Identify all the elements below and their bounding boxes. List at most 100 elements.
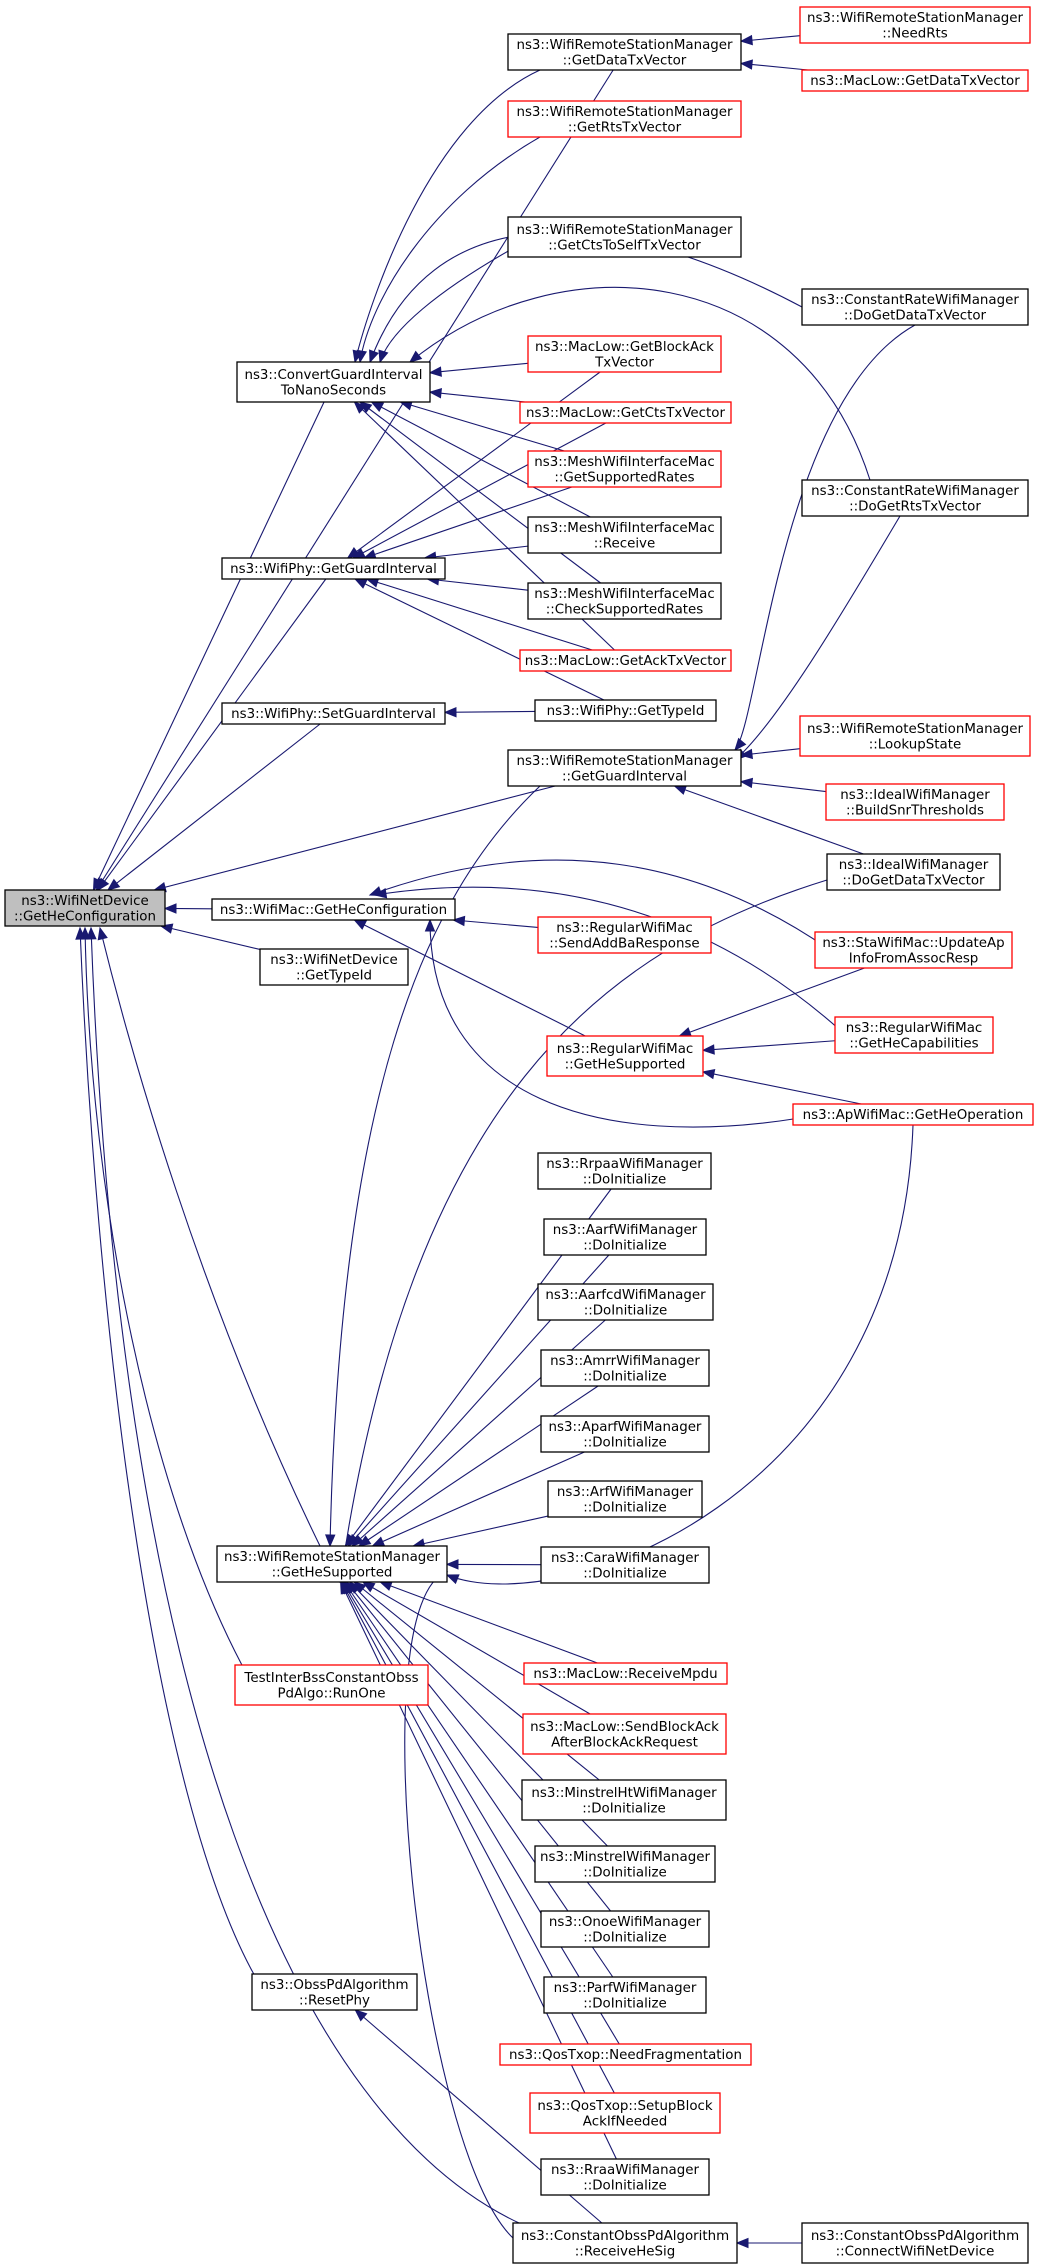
node-box[interactable] bbox=[540, 1546, 710, 1584]
node-mlsba[interactable]: ns3::MacLow::SendBlockAckAfterBlockAckRe… bbox=[522, 1713, 727, 1755]
node-box[interactable] bbox=[519, 401, 732, 424]
node-crdrts[interactable]: ns3::ConstantRateWifiManager::DoGetRtsTx… bbox=[801, 479, 1029, 517]
node-lookup[interactable]: ns3::WifiRemoteStationManager::LookupSta… bbox=[799, 715, 1031, 757]
node-wrsghs[interactable]: ns3::WifiRemoteStationManager::GetHeSupp… bbox=[216, 1545, 448, 1583]
node-box[interactable] bbox=[826, 853, 1001, 891]
node-wndtid[interactable]: ns3::WifiNetDevice::GetTypeId bbox=[259, 948, 409, 986]
node-mwsr[interactable]: ns3::MeshWifiInterfaceMac::GetSupportedR… bbox=[527, 450, 722, 488]
node-crdgd[interactable]: ns3::ConstantRateWifiManager::DoGetDataT… bbox=[801, 288, 1029, 326]
node-box[interactable] bbox=[534, 1845, 716, 1883]
node-cara[interactable]: ns3::CaraWifiManager::DoInitialize bbox=[540, 1546, 710, 1584]
node-box[interactable] bbox=[801, 69, 1029, 92]
node-box[interactable] bbox=[527, 335, 722, 373]
node-gdtv[interactable]: ns3::WifiRemoteStationManager::GetDataTx… bbox=[507, 33, 742, 71]
node-amrr[interactable]: ns3::AmrrWifiManager::DoInitialize bbox=[540, 1349, 710, 1387]
node-box[interactable] bbox=[546, 1035, 704, 1077]
node-box[interactable] bbox=[211, 898, 456, 921]
node-mlrm[interactable]: ns3::MacLow::ReceiveMpdu bbox=[523, 1662, 728, 1685]
node-box[interactable] bbox=[547, 1480, 703, 1518]
node-box[interactable] bbox=[799, 6, 1031, 44]
node-arf[interactable]: ns3::ArfWifiManager::DoInitialize bbox=[547, 1480, 703, 1518]
node-wpsgi[interactable]: ns3::WifiPhy::SetGuardInterval bbox=[221, 702, 446, 725]
node-box[interactable] bbox=[259, 948, 409, 986]
node-box[interactable] bbox=[499, 2043, 752, 2066]
node-mwcsr[interactable]: ns3::MeshWifiInterfaceMac::CheckSupporte… bbox=[527, 582, 722, 620]
node-parf[interactable]: ns3::ParfWifiManager::DoInitialize bbox=[543, 1976, 707, 2014]
node-box[interactable] bbox=[221, 702, 446, 725]
node-sta[interactable]: ns3::StaWifiMac::UpdateApInfoFromAssocRe… bbox=[814, 931, 1013, 969]
node-box[interactable] bbox=[543, 1218, 707, 1256]
node-box[interactable] bbox=[512, 2222, 738, 2264]
node-rrpaa[interactable]: ns3::RrpaaWifiManager::DoInitialize bbox=[537, 1152, 712, 1190]
node-box[interactable] bbox=[540, 1349, 710, 1387]
node-obss[interactable]: ns3::ObssPdAlgorithm::ResetPhy bbox=[251, 1973, 418, 2011]
node-wmghc[interactable]: ns3::WifiMac::GetHeConfiguration bbox=[211, 898, 456, 921]
node-box[interactable] bbox=[801, 288, 1029, 326]
node-box[interactable] bbox=[4, 889, 166, 927]
node-onoe[interactable]: ns3::OnoeWifiManager::DoInitialize bbox=[540, 1910, 710, 1948]
node-gcts[interactable]: ns3::WifiRemoteStationManager::GetCtsToS… bbox=[507, 216, 742, 258]
node-box[interactable] bbox=[221, 557, 446, 580]
node-aparf[interactable]: ns3::AparfWifiManager::DoInitialize bbox=[540, 1415, 710, 1453]
node-mlack[interactable]: ns3::MacLow::GetAckTxVector bbox=[519, 649, 732, 672]
node-rwsab[interactable]: ns3::RegularWifiMac::SendAddBaResponse bbox=[537, 916, 712, 954]
node-box[interactable] bbox=[537, 1152, 712, 1190]
node-aarf[interactable]: ns3::AarfWifiManager::DoInitialize bbox=[543, 1218, 707, 1256]
node-box[interactable] bbox=[537, 916, 712, 954]
node-wptid[interactable]: ns3::WifiPhy::GetTypeId bbox=[534, 699, 717, 722]
node-box[interactable] bbox=[521, 1779, 727, 1821]
node-apop[interactable]: ns3::ApWifiMac::GetHeOperation bbox=[792, 1103, 1034, 1126]
node-box[interactable] bbox=[527, 516, 722, 554]
node-box[interactable] bbox=[507, 100, 742, 138]
node-rraa[interactable]: ns3::RraaWifiManager::DoInitialize bbox=[540, 2158, 710, 2196]
node-box[interactable] bbox=[792, 1103, 1034, 1126]
node-box[interactable] bbox=[519, 649, 732, 672]
node-grts[interactable]: ns3::WifiRemoteStationManager::GetRtsTxV… bbox=[507, 100, 742, 138]
node-box[interactable] bbox=[801, 479, 1029, 517]
node-box[interactable] bbox=[236, 361, 431, 403]
node-box[interactable] bbox=[522, 1713, 727, 1755]
node-wpggi[interactable]: ns3::WifiPhy::GetGuardInterval bbox=[221, 557, 446, 580]
node-box[interactable] bbox=[507, 33, 742, 71]
node-ideal[interactable]: ns3::IdealWifiManager::BuildSnrThreshold… bbox=[825, 783, 1005, 821]
node-root[interactable]: ns3::WifiNetDevice::GetHeConfiguration bbox=[4, 889, 166, 927]
node-box[interactable] bbox=[507, 216, 742, 258]
node-rwghc[interactable]: ns3::RegularWifiMac::GetHeCapabilities bbox=[834, 1016, 994, 1054]
node-box[interactable] bbox=[834, 1016, 994, 1054]
node-box[interactable] bbox=[799, 715, 1031, 757]
node-mwrecv[interactable]: ns3::MeshWifiInterfaceMac::Receive bbox=[527, 516, 722, 554]
node-mht[interactable]: ns3::MinstrelHtWifiManager::DoInitialize bbox=[521, 1779, 727, 1821]
node-mwm[interactable]: ns3::MinstrelWifiManager::DoInitialize bbox=[534, 1845, 716, 1883]
node-box[interactable] bbox=[216, 1545, 448, 1583]
node-box[interactable] bbox=[527, 582, 722, 620]
node-box[interactable] bbox=[529, 2092, 721, 2134]
node-box[interactable] bbox=[251, 1973, 418, 2011]
node-box[interactable] bbox=[507, 749, 742, 787]
node-needrts[interactable]: ns3::WifiRemoteStationManager::NeedRts bbox=[799, 6, 1031, 44]
node-box[interactable] bbox=[534, 699, 717, 722]
node-box[interactable] bbox=[523, 1662, 728, 1685]
node-cobss[interactable]: ns3::ConstantObssPdAlgorithm::ReceiveHeS… bbox=[512, 2222, 738, 2264]
node-box[interactable] bbox=[540, 2158, 710, 2196]
node-box[interactable] bbox=[527, 450, 722, 488]
node-rwghs[interactable]: ns3::RegularWifiMac::GetHeSupported bbox=[546, 1035, 704, 1077]
node-wrsgi[interactable]: ns3::WifiRemoteStationManager::GetGuardI… bbox=[507, 749, 742, 787]
node-idealdd[interactable]: ns3::IdealWifiManager::DoGetDataTxVector bbox=[826, 853, 1001, 891]
node-box[interactable] bbox=[825, 783, 1005, 821]
node-box[interactable] bbox=[543, 1976, 707, 2014]
node-box[interactable] bbox=[540, 1415, 710, 1453]
node-box[interactable] bbox=[234, 1664, 429, 1706]
node-cobcw[interactable]: ns3::ConstantObssPdAlgorithm::ConnectWif… bbox=[801, 2222, 1029, 2264]
node-box[interactable] bbox=[801, 2222, 1029, 2264]
node-aarfcd[interactable]: ns3::AarfcdWifiManager::DoInitialize bbox=[537, 1283, 714, 1321]
node-box[interactable] bbox=[814, 931, 1013, 969]
node-box[interactable] bbox=[537, 1283, 714, 1321]
node-qnf[interactable]: ns3::QosTxop::NeedFragmentation bbox=[499, 2043, 752, 2066]
node-box[interactable] bbox=[540, 1910, 710, 1948]
node-mlgdtv[interactable]: ns3::MacLow::GetDataTxVector bbox=[801, 69, 1029, 92]
node-mlcts[interactable]: ns3::MacLow::GetCtsTxVector bbox=[519, 401, 732, 424]
